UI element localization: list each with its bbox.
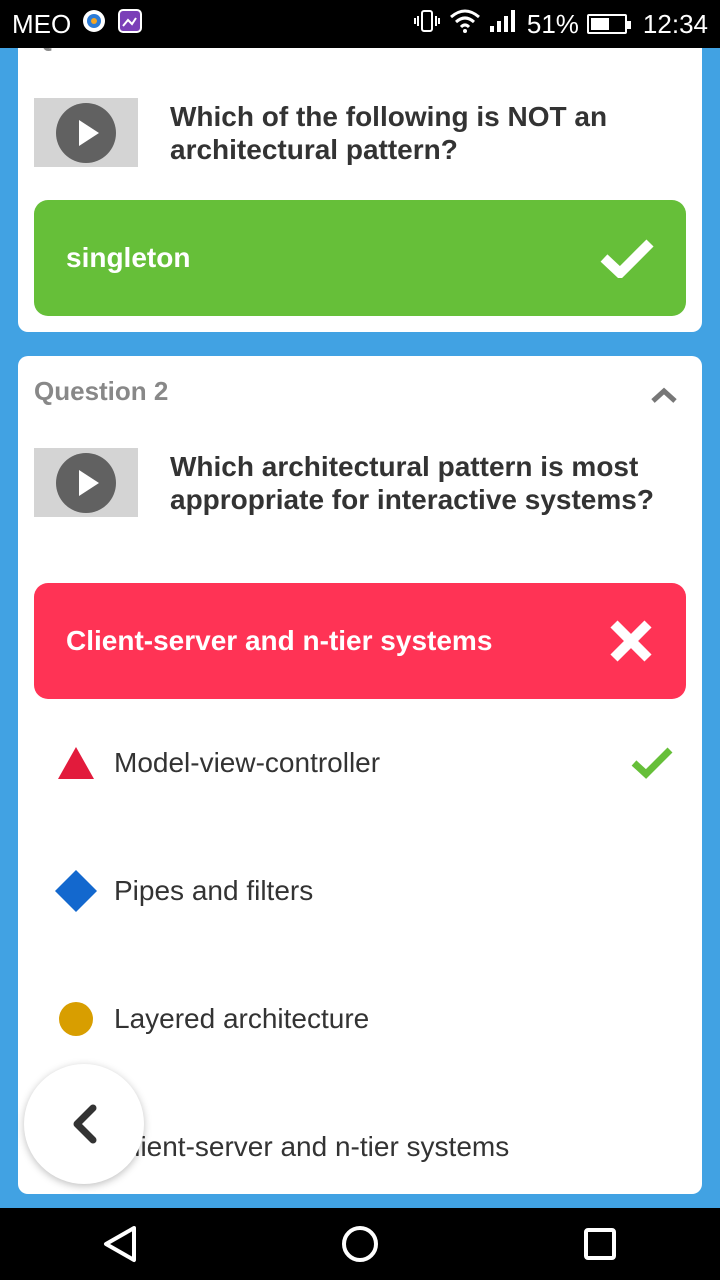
blue-diamond-icon [54, 869, 98, 913]
recents-square-icon [584, 1228, 616, 1260]
question-2-selected-answer: Client-server and n-tier systems [34, 583, 686, 699]
answer-label: Client-server and n-tier systems [66, 625, 493, 656]
red-triangle-icon [54, 741, 98, 785]
battery-icon [586, 14, 631, 34]
option-model-view-controller: Model-view-controller [54, 733, 674, 793]
wifi-icon [449, 8, 481, 41]
question-1-media-thumbnail[interactable] [34, 98, 138, 167]
option-label: Layered architecture [114, 1003, 370, 1034]
cross-icon [610, 620, 652, 662]
question-2-text: Which architectural pattern is most appr… [170, 451, 654, 515]
option-label: Client-server and n-tier systems [114, 1131, 510, 1162]
option-client-server: Client-server and n-tier systems [54, 1117, 674, 1177]
signal-icon [489, 8, 519, 41]
play-icon[interactable] [56, 102, 116, 163]
chevron-up-icon[interactable] [650, 386, 678, 404]
app-notification-icon [81, 8, 107, 41]
question-card-1: Question 1 Which of the following is NOT… [18, 0, 702, 332]
nav-back-button[interactable] [90, 1214, 150, 1274]
chevron-left-icon [73, 1104, 97, 1144]
option-label: Model-view-controller [114, 747, 381, 778]
carrier-label: MEO [12, 8, 72, 39]
question-card-2: Question 2 Which architectural pattern i… [18, 356, 702, 1194]
back-button[interactable] [24, 1064, 144, 1184]
correct-check-icon [631, 747, 673, 779]
battery-percent: 51% [526, 8, 579, 39]
checkmark-icon [600, 239, 654, 278]
play-icon[interactable] [56, 452, 116, 513]
home-circle-icon [342, 1226, 378, 1262]
nav-recents-button[interactable] [570, 1214, 630, 1274]
back-triangle-icon [104, 1226, 136, 1262]
nav-home-button[interactable] [330, 1214, 390, 1274]
question-1-text: Which of the following is NOT an archite… [170, 101, 608, 165]
gallery-notification-icon [117, 8, 143, 41]
question-1-selected-answer: singleton [34, 200, 686, 316]
option-pipes-and-filters: Pipes and filters [54, 861, 674, 921]
question-2-media-thumbnail[interactable] [34, 448, 138, 517]
option-layered-architecture: Layered architecture [54, 989, 674, 1049]
status-bar: MEO 51% 12:34 [0, 0, 720, 48]
option-label: Pipes and filters [114, 875, 314, 906]
vibrate-icon [413, 8, 441, 41]
answer-label: singleton [66, 242, 191, 273]
question-2-header: Question 2 [34, 376, 169, 406]
yellow-circle-icon [54, 997, 98, 1041]
clock: 12:34 [642, 8, 708, 39]
system-navigation-bar [0, 1208, 720, 1280]
